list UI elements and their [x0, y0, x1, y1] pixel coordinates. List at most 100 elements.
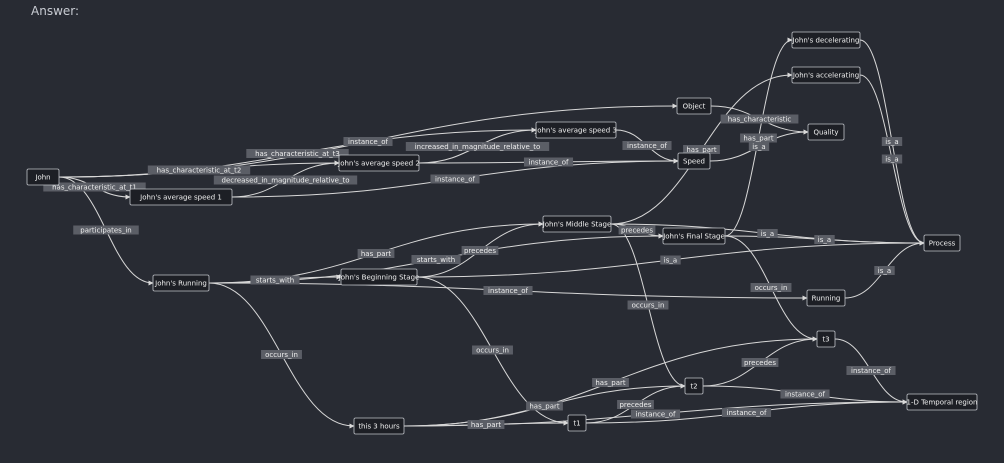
- node-label: John's accelerating: [792, 72, 859, 80]
- node-label: t2: [690, 383, 697, 391]
- edge-label-text: precedes: [464, 247, 496, 255]
- node-label: t3: [822, 336, 829, 344]
- edge-label-text: instance_of: [435, 176, 475, 184]
- edge-label-background: [523, 157, 574, 167]
- edge-label-text: instance_of: [348, 138, 388, 146]
- edge-label-text: has_part: [361, 250, 391, 258]
- edge-label-instance-of: instance_of: [630, 409, 681, 419]
- node-john-s-middle-stage: John's Middle Stage: [542, 215, 612, 233]
- edge-label-text: occurs_in: [265, 351, 298, 359]
- edge-label-background: [246, 149, 349, 158]
- edge-label-background: [592, 378, 629, 387]
- edge-label-background: [881, 154, 903, 164]
- edge-label-text: occurs_in: [476, 347, 509, 355]
- edge-label-text: precedes: [621, 227, 653, 235]
- edge-label-text: starts_with: [256, 277, 294, 285]
- edge-label-text: decreased_in_magnitude_relative_to: [222, 177, 350, 185]
- node-box: [353, 417, 405, 435]
- edge-label-background: [43, 182, 146, 192]
- edge-label-is-a: is_a: [748, 142, 770, 151]
- edge-label-text: instance_of: [529, 159, 569, 167]
- edge-label-text: is_a: [878, 267, 891, 275]
- node-running: Running: [806, 289, 846, 307]
- edge-label-background: [147, 165, 251, 175]
- node-box: [677, 152, 711, 170]
- edge-label-participates-in: participates_in: [73, 225, 139, 235]
- node-label: John: [34, 174, 50, 182]
- edge-label-background: [846, 366, 896, 375]
- node-this-3-hours: this 3 hours: [353, 417, 405, 435]
- node-label: 1-D Temporal region: [906, 399, 977, 407]
- edge-label-background: [630, 409, 681, 419]
- edge-label-has-characteristic: has_characteristic: [720, 114, 799, 124]
- node-box: [542, 215, 612, 233]
- node-john-s-average-speed-3: John's average speed 3: [534, 121, 617, 139]
- node-label: John's average speed 1: [139, 194, 222, 202]
- node-box: [791, 31, 861, 49]
- edges-layer: [58, 37, 925, 429]
- node-label: John's decelerating: [792, 37, 860, 45]
- node-john-s-average-speed-1: John's average speed 1: [129, 188, 233, 206]
- node-label: John's average speed 2: [337, 160, 420, 168]
- edge-label-occurs-in: occurs_in: [472, 345, 513, 355]
- node-john-s-running: John's Running: [152, 274, 210, 292]
- edge-label-background: [741, 358, 779, 367]
- edge-label-occurs-in: occurs_in: [750, 283, 792, 292]
- edge-label-text: precedes: [744, 359, 776, 367]
- edge-label-background: [881, 137, 903, 146]
- edge-label-occurs-in: occurs_in: [627, 300, 669, 310]
- edge-label-has-characteristic-at-t3: has_characteristic_at_t3: [246, 149, 349, 158]
- edge-label-text: instance_of: [727, 409, 767, 417]
- edge-label-text: precedes: [619, 401, 651, 409]
- edge-label-background: [461, 246, 499, 255]
- edge-label-background: [618, 225, 656, 235]
- edge-label-background: [627, 300, 669, 310]
- edge-label-background: [757, 229, 778, 238]
- edge-label-text: has_characteristic: [728, 116, 792, 124]
- edge-label-background: [622, 141, 672, 150]
- edge-label-background: [261, 350, 302, 359]
- edge-label-text: has_characteristic_at_t2: [157, 167, 242, 175]
- node-john-s-decelerating: John's decelerating: [791, 31, 861, 49]
- edge-label-background: [405, 142, 550, 151]
- node-box: [338, 154, 420, 172]
- node-label: John's average speed 3: [534, 127, 617, 135]
- node-box: [535, 121, 617, 139]
- node-box: [684, 377, 704, 395]
- edge-label-text: instance_of: [627, 142, 667, 150]
- edge-label-text: instance_of: [851, 367, 891, 375]
- edge-label-background: [213, 175, 358, 185]
- edge-label-text: participates_in: [80, 227, 131, 235]
- node-speed: Speed: [677, 152, 711, 170]
- edge-label-is-a: is_a: [757, 229, 778, 238]
- answer-heading: Answer:: [31, 4, 80, 18]
- edge-label-background: [617, 400, 654, 409]
- edge-label-background: [430, 174, 480, 184]
- node-box: [340, 268, 418, 286]
- edge-label-text: is_a: [752, 143, 765, 151]
- edge-label-instance-of: instance_of: [483, 286, 533, 295]
- node-box: [676, 97, 712, 115]
- node-box: [816, 330, 836, 348]
- edge-label-has-part: has_part: [467, 420, 505, 429]
- node-object: Object: [676, 97, 712, 115]
- node-t3: t3: [816, 330, 836, 348]
- node-john-s-final-stage: John's Final Stage: [662, 227, 726, 245]
- node-box: [923, 234, 961, 252]
- node-box: [906, 393, 978, 411]
- edge-label-background: [472, 345, 513, 355]
- edge-label-precedes: precedes: [618, 225, 656, 235]
- node-box: [129, 188, 233, 206]
- edge-label-background: [748, 142, 770, 151]
- edge-label-is-a: is_a: [660, 255, 681, 265]
- edge-label-precedes: precedes: [461, 246, 499, 255]
- edge-label-is-a: is_a: [874, 266, 895, 275]
- node-1-d-temporal-region: 1-D Temporal region: [906, 393, 978, 411]
- edge-label-has-characteristic-at-t2: has_characteristic_at_t2: [147, 165, 251, 175]
- node-box: [567, 414, 587, 432]
- edge-label-background: [467, 420, 505, 429]
- node-john-s-accelerating: John's accelerating: [791, 66, 861, 84]
- node-box: [807, 123, 845, 141]
- node-quality: Quality: [807, 123, 845, 141]
